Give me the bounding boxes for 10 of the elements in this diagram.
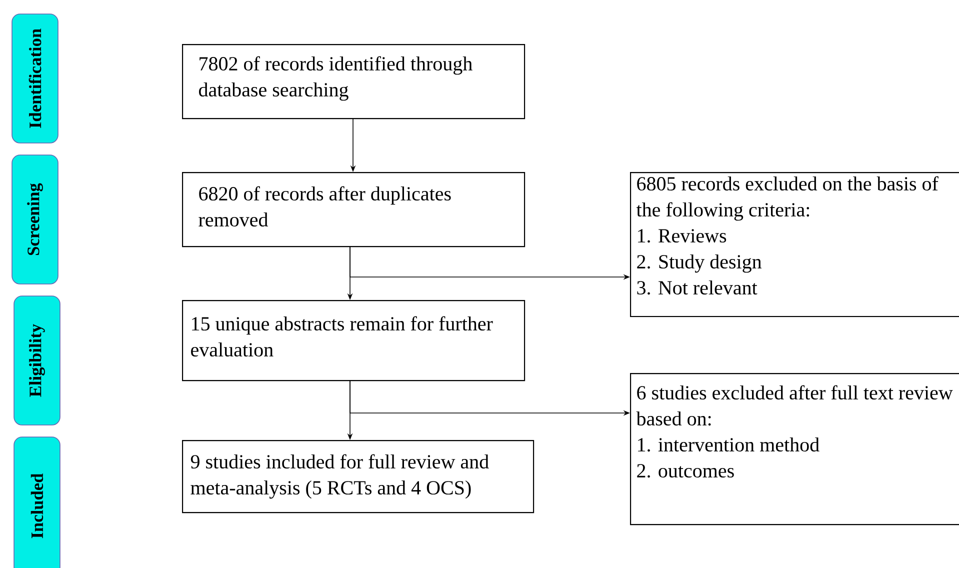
process-box: 7802 of records identified through database searching bbox=[182, 44, 526, 120]
process-box: 15 unique abstracts remain for further evaluation bbox=[182, 300, 526, 382]
process-box: 9 studies included for full review and meta-analysis (5 RCTs and 4 OCS) bbox=[182, 440, 534, 514]
stage-tab: Eligibility bbox=[14, 296, 60, 426]
process-box: 6 studies excluded after full text review based on: 1. intervention method 2. outcomes bbox=[630, 373, 959, 526]
stage-tab: Included bbox=[14, 436, 60, 568]
stage-tab: Screening bbox=[12, 154, 58, 284]
stage-tab: Identification bbox=[12, 14, 58, 144]
process-box: 6805 records excluded on the basis of the following criteria: 1. Reviews 2. Study design 3. Not relevant bbox=[630, 172, 959, 318]
process-box: 6820 of records after duplicates removed bbox=[182, 172, 526, 248]
